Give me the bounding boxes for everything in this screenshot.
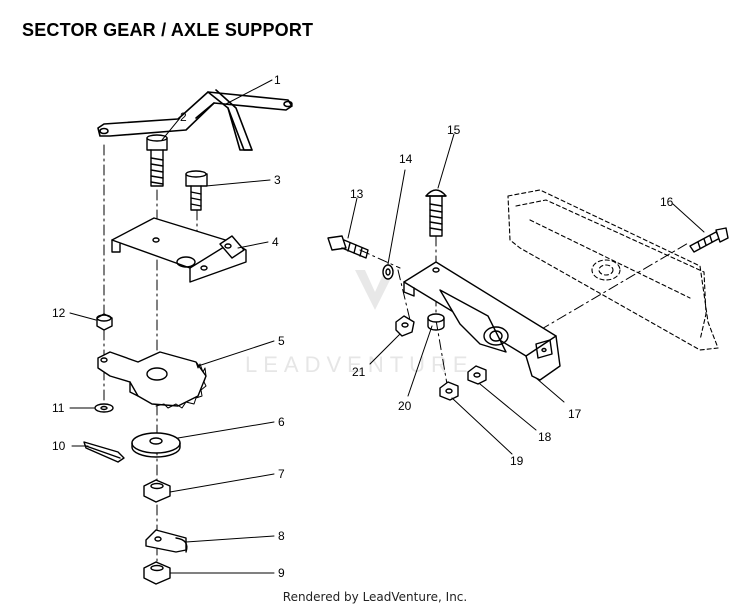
part-6-flat-washer xyxy=(131,432,181,458)
diagram-title: SECTOR GEAR / AXLE SUPPORT xyxy=(22,20,314,40)
callout-1: 1 xyxy=(274,73,281,87)
part-17-axle-support xyxy=(403,261,561,381)
part-7-hex-nut xyxy=(143,479,171,503)
watermark-logo: LEADVENTURE xyxy=(245,270,474,377)
part-axle-frame-dashed xyxy=(507,189,719,351)
callout-14: 14 xyxy=(399,152,413,166)
part-3-bolt xyxy=(185,170,208,211)
part-8-clip xyxy=(145,529,188,553)
callout-leader-lines xyxy=(69,79,705,574)
part-15-carriage-bolt xyxy=(425,189,447,237)
part-9-hex-nut xyxy=(143,561,171,585)
callout-10: 10 xyxy=(52,439,66,453)
callout-12: 12 xyxy=(52,306,66,320)
part-4-support-bracket xyxy=(111,217,247,283)
part-14-washer xyxy=(382,264,394,280)
callout-11: 11 xyxy=(52,401,65,415)
part-12-nut xyxy=(96,313,113,331)
footer-credit: Rendered by LeadVenture, Inc. xyxy=(282,590,468,604)
callout-numbers: 1 2 3 4 5 6 7 8 9 10 11 12 13 14 15 16 1… xyxy=(52,73,674,580)
callout-21: 21 xyxy=(352,365,366,379)
part-2-bolt xyxy=(146,134,168,187)
callout-17: 17 xyxy=(568,407,582,421)
callout-16: 16 xyxy=(660,195,674,209)
callout-4: 4 xyxy=(272,235,279,249)
callout-3: 3 xyxy=(274,173,281,187)
part-10-cotter-pin xyxy=(83,441,125,463)
part-1-drag-link xyxy=(97,89,293,151)
part-20-spacer xyxy=(427,313,445,331)
part-11-washer xyxy=(94,403,114,413)
callout-7: 7 xyxy=(278,467,285,481)
callout-18: 18 xyxy=(538,430,552,444)
part-18-nut xyxy=(467,365,487,385)
watermark-text: LEADVENTURE xyxy=(245,352,474,377)
callout-20: 20 xyxy=(398,399,412,413)
part-5-sector-gear xyxy=(97,351,207,409)
callout-8: 8 xyxy=(278,529,285,543)
part-16-bolt xyxy=(689,227,729,253)
callout-9: 9 xyxy=(278,566,285,580)
part-13-bolt xyxy=(327,235,369,259)
callout-6: 6 xyxy=(278,415,285,429)
callout-13: 13 xyxy=(350,187,364,201)
callout-5: 5 xyxy=(278,334,285,348)
callout-2: 2 xyxy=(180,110,187,124)
callout-15: 15 xyxy=(447,123,461,137)
callout-19: 19 xyxy=(510,454,524,468)
part-21-nut xyxy=(395,315,415,337)
part-19-nut xyxy=(439,381,459,401)
